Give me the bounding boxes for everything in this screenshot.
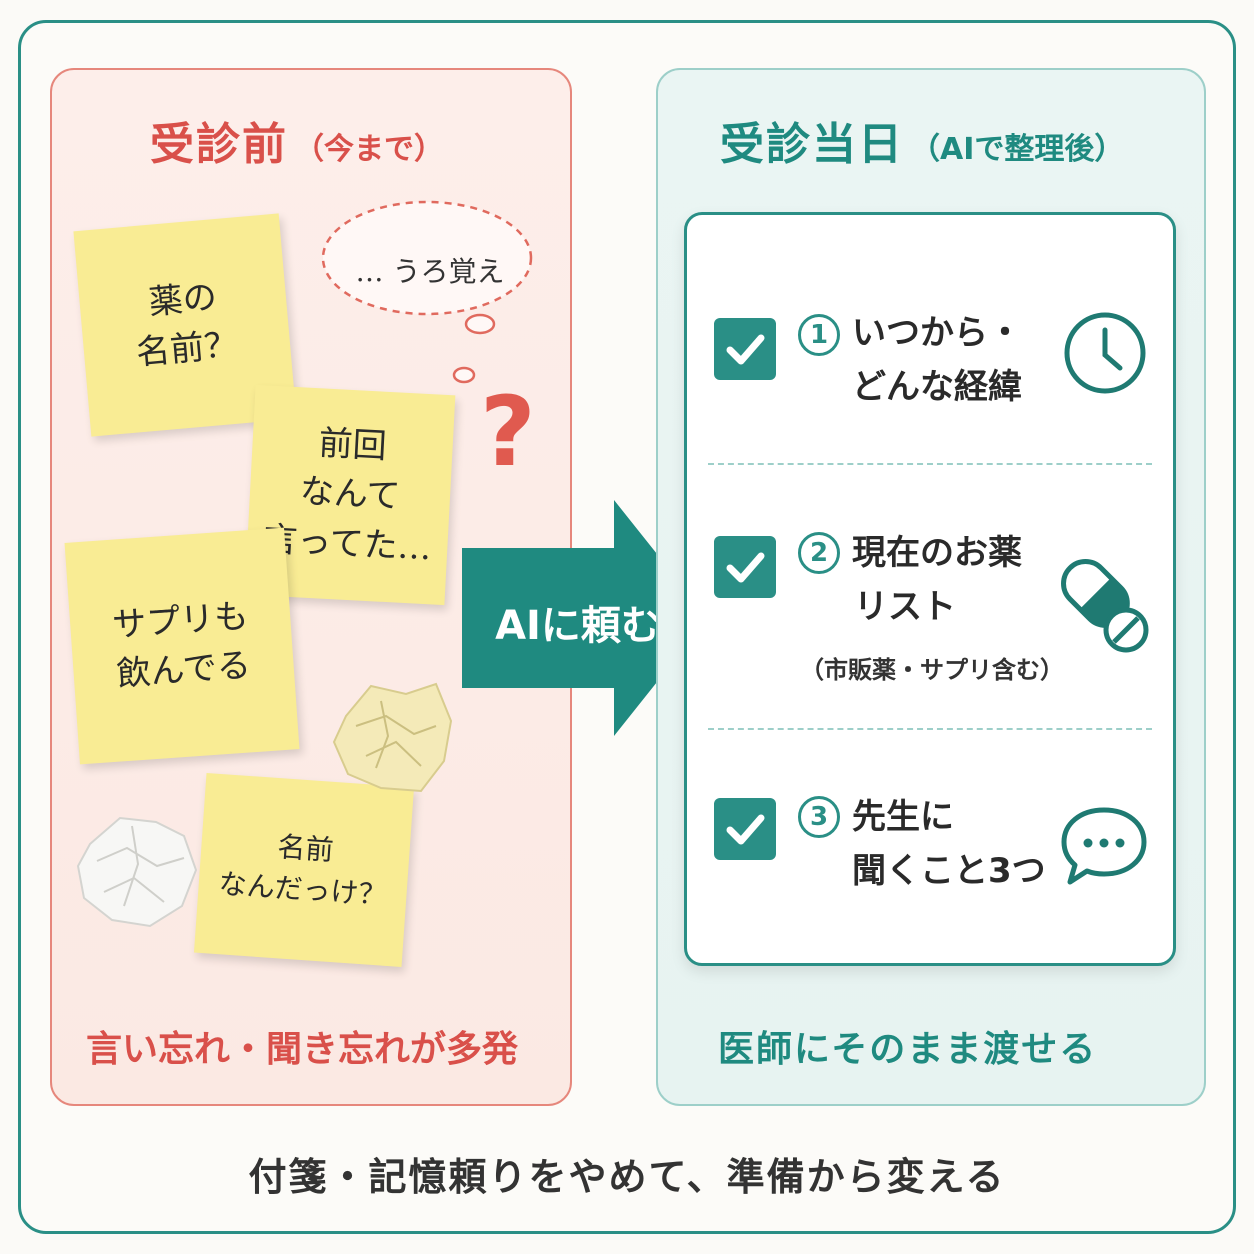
sticky-note-forgotten-name: 名前 なんだっけ？ xyxy=(193,772,415,968)
checkmark-icon xyxy=(726,334,765,365)
sticky-note-supplements: サプリも 飲んでる xyxy=(64,527,300,765)
question-mark-icon: ? xyxy=(480,376,536,488)
footer-message: 付箋・記憶頼りをやめて、準備から変える xyxy=(248,1155,1006,1199)
checkbox-item-3[interactable] xyxy=(714,798,776,860)
item-2-label: 現在のお薬リスト xyxy=(852,533,1022,627)
item-3-number: 3 xyxy=(798,796,840,838)
pill-icon xyxy=(1061,559,1149,653)
crumpled-paper-yellow-icon xyxy=(332,682,453,793)
checkmark-icon xyxy=(726,814,765,845)
checkbox-item-1[interactable] xyxy=(714,318,776,380)
checkbox-item-2[interactable] xyxy=(714,536,776,598)
before-title: 受診前（今まで） xyxy=(150,119,444,170)
item-1-label: いつから・どんな経緯 xyxy=(852,313,1022,407)
chat-bubble-icon xyxy=(1061,807,1147,885)
after-title: 受診当日（AIで整理後） xyxy=(720,119,1125,170)
arrow-right-icon xyxy=(462,500,708,736)
after-caption: 医師にそのまま渡せる xyxy=(718,1029,1098,1070)
checkmark-icon xyxy=(726,552,765,583)
divider xyxy=(708,728,1152,730)
arrow-label: AIに頼む xyxy=(495,603,661,649)
item-2-note: （市販薬・サプリ含む） xyxy=(800,656,1064,684)
thought-text: … うろ覚え xyxy=(355,255,505,288)
crumpled-paper-white-icon xyxy=(76,816,198,928)
thought-dot-icon xyxy=(452,366,476,384)
thought-bubble-icon xyxy=(321,200,533,335)
item-2-number: 2 xyxy=(798,532,840,574)
item-3-label: 先生に聞くこと3つ xyxy=(852,797,1046,891)
before-caption: 言い忘れ・聞き忘れが多発 xyxy=(86,1029,519,1070)
item-1-number: 1 xyxy=(798,314,840,356)
clock-icon xyxy=(1064,312,1146,394)
divider xyxy=(708,463,1152,465)
